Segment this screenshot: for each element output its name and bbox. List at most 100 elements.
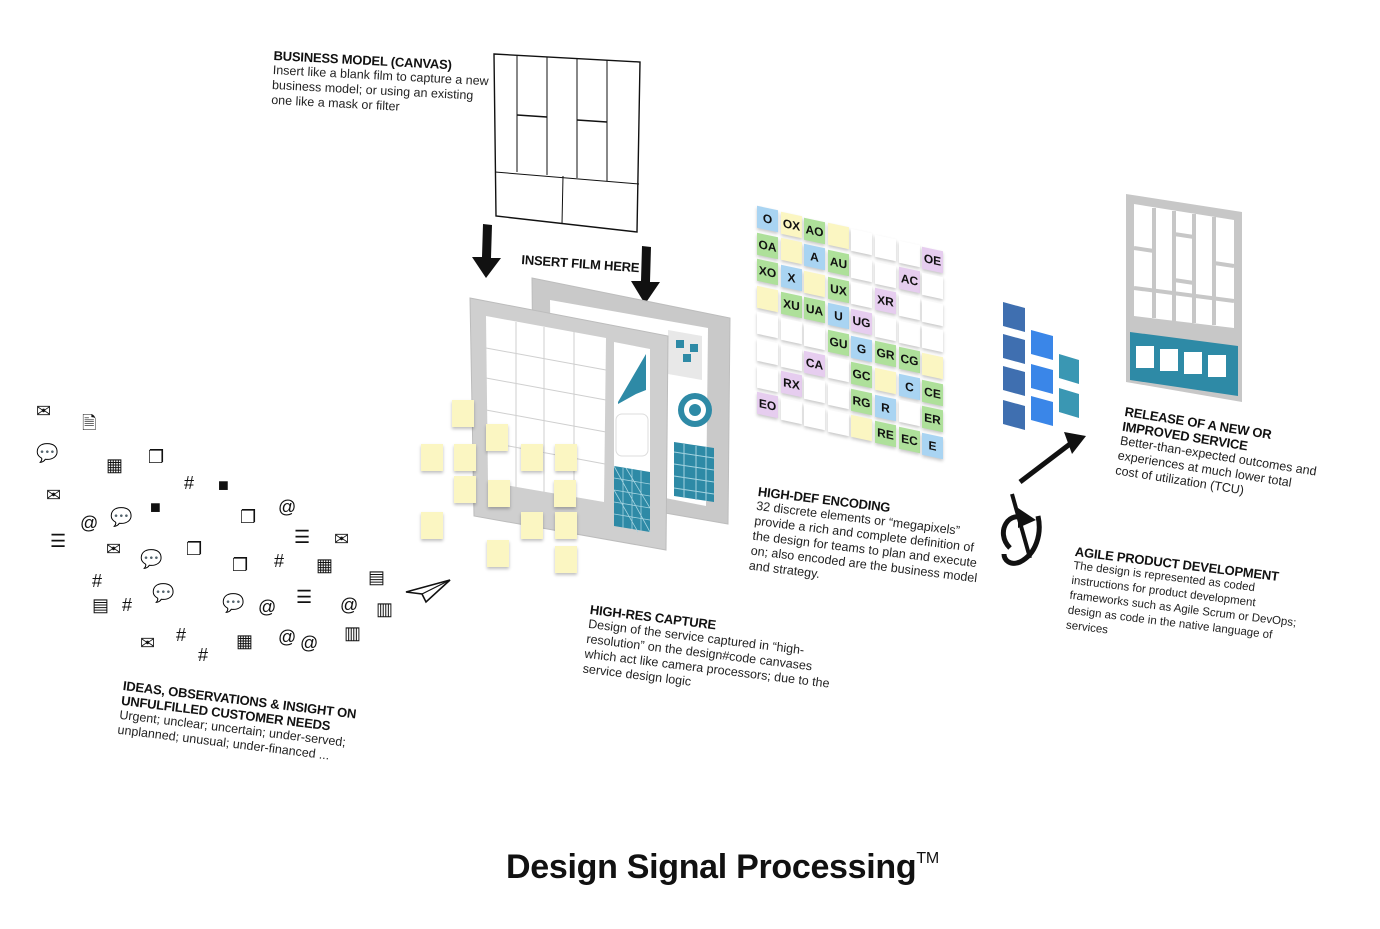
sticky-note xyxy=(421,444,443,471)
sticky-note xyxy=(488,480,510,507)
envelope-icon: ✉ xyxy=(334,529,350,549)
encoding-cell: XU xyxy=(780,291,802,318)
encoding-cell xyxy=(827,409,849,436)
copy-icon: ❐ xyxy=(148,447,165,467)
document-icon: 🗎 xyxy=(82,413,97,433)
at-sign-icon: @ xyxy=(258,597,277,617)
speech-bubble-icon: 💬 xyxy=(152,583,175,603)
encoding-cell: OA xyxy=(757,232,778,259)
encoding-cell xyxy=(757,365,778,392)
calendar-icon: ▦ xyxy=(236,631,254,651)
bar-chart-icon: ▥ xyxy=(344,623,362,643)
encoding-cell: UG xyxy=(851,308,873,336)
encoding-cell xyxy=(898,293,920,321)
hash-icon: # xyxy=(198,645,209,665)
encoding-cell xyxy=(898,240,920,268)
encoding-cell: OE xyxy=(922,246,944,273)
envelope-icon: ✉ xyxy=(36,401,52,421)
encoding-cell: CE xyxy=(922,379,944,406)
envelope-icon: ✉ xyxy=(140,633,156,653)
encoding-cell: R xyxy=(875,394,896,421)
encoding-cell: CG xyxy=(898,346,920,374)
iteration-cycle-icon xyxy=(1000,432,1086,566)
encoding-cell: OX xyxy=(780,211,802,239)
hash-icon: # xyxy=(122,595,133,615)
hash-icon: # xyxy=(184,473,195,493)
speech-bubble-icon: 💬 xyxy=(110,507,133,527)
encoding-cell xyxy=(780,397,802,425)
sticky-note xyxy=(554,480,576,507)
encoding-cell xyxy=(757,312,778,339)
encoding-cell xyxy=(780,344,802,372)
release-caption: RELEASE OF A NEW OR IMPROVED SERVICE Bet… xyxy=(1114,404,1322,509)
speech-bubble-icon: 💬 xyxy=(222,593,245,613)
encoding-cell: E xyxy=(922,432,944,460)
encoding-cell: G xyxy=(851,335,873,362)
agile-blocks xyxy=(1003,302,1079,430)
encoding-cell xyxy=(804,376,826,404)
video-camera-icon: ■ xyxy=(218,475,229,495)
at-sign-icon: @ xyxy=(278,627,297,647)
encoding-caption: HIGH-DEF ENCODING 32 discrete elements o… xyxy=(748,484,985,601)
encoding-cell xyxy=(875,367,896,395)
sticky-note xyxy=(454,444,476,471)
encoding-cell: XO xyxy=(757,258,778,286)
copy-icon: ❐ xyxy=(232,555,249,575)
encoding-cell xyxy=(827,356,849,383)
encoding-cell: CA xyxy=(804,350,826,377)
encoding-cell xyxy=(780,238,802,265)
encoding-cell: C xyxy=(898,373,920,401)
agile-caption: AGILE PRODUCT DEVELOPMENT The design is … xyxy=(1065,544,1302,661)
encoding-cell xyxy=(851,415,873,442)
at-sign-icon: @ xyxy=(300,633,319,653)
encoding-cell xyxy=(804,323,826,351)
encoding-cell: RE xyxy=(875,420,896,448)
encoding-cell: UA xyxy=(804,297,826,324)
encoding-cell xyxy=(875,234,896,262)
encoding-cell xyxy=(851,228,873,256)
encoding-cell xyxy=(804,403,826,431)
encoding-cell xyxy=(922,352,944,380)
encoding-cell xyxy=(780,317,802,345)
page-title-text: Design Signal Processing xyxy=(506,848,917,886)
sticky-note xyxy=(521,512,543,539)
sticky-note xyxy=(487,540,509,567)
at-sign-icon: @ xyxy=(80,513,99,533)
encoding-cell: X xyxy=(780,264,802,292)
sticky-note xyxy=(521,444,543,471)
down-arrow-icon xyxy=(472,224,501,278)
encoding-cell: RX xyxy=(780,371,802,398)
encoding-cell xyxy=(827,223,849,250)
encoding-cell: EC xyxy=(898,426,920,454)
encoding-cell: GU xyxy=(827,329,849,357)
hash-icon: # xyxy=(274,551,285,571)
encoding-cell: AO xyxy=(804,217,826,244)
copy-icon: ❐ xyxy=(240,507,257,527)
sticky-note xyxy=(421,512,443,539)
encoding-cell: ER xyxy=(922,405,944,433)
encoding-cell xyxy=(757,285,778,313)
video-camera-icon: ■ xyxy=(150,497,161,517)
hash-icon: # xyxy=(176,625,187,645)
business-model-canvas xyxy=(493,53,641,233)
at-sign-icon: @ xyxy=(340,595,359,615)
encoding-cell xyxy=(851,282,873,309)
released-service-frame xyxy=(1126,194,1242,402)
bar-chart-icon: ▥ xyxy=(376,599,394,619)
encoding-cell xyxy=(898,400,920,427)
list-icon: ☰ xyxy=(294,527,311,547)
sticky-note xyxy=(555,546,577,573)
encoding-cell xyxy=(922,272,944,300)
canvas-caption: BUSINESS MODEL (CANVAS) Insert like a bl… xyxy=(271,48,490,119)
encoding-cell: EO xyxy=(757,391,778,419)
sticky-note xyxy=(486,424,508,451)
sticky-note xyxy=(454,476,476,503)
encoding-cell xyxy=(922,299,944,327)
down-arrow-icon xyxy=(631,246,660,304)
encoding-cell xyxy=(875,261,896,288)
sticky-note xyxy=(555,444,577,471)
encoding-cell xyxy=(804,270,826,298)
envelope-icon: ✉ xyxy=(106,539,122,559)
trademark-mark: TM xyxy=(916,850,939,867)
list-icon: ☰ xyxy=(296,587,313,607)
